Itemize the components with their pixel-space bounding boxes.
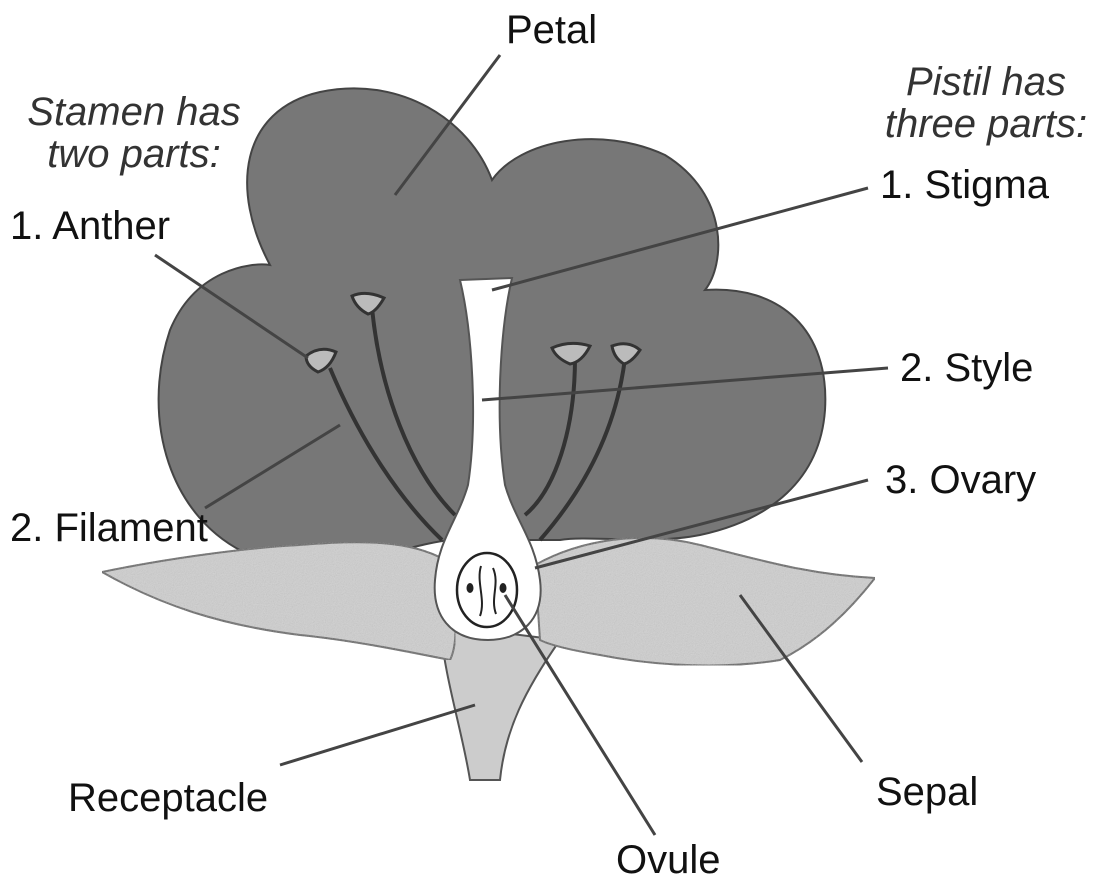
sepal-left <box>102 542 455 660</box>
ovule-dot-2 <box>500 583 507 593</box>
stamen-note-line1: Stamen has <box>14 92 254 132</box>
sepal-right <box>535 538 875 665</box>
stamen-note-line2: two parts: <box>14 134 254 174</box>
label-stigma: 1. Stigma <box>880 165 1049 205</box>
label-ovary: 3. Ovary <box>885 460 1036 500</box>
label-style: 2. Style <box>900 348 1033 388</box>
label-receptacle: Receptacle <box>68 778 268 818</box>
pistil-note-line2: three parts: <box>866 104 1106 144</box>
leader-receptacle <box>280 705 475 765</box>
ovule-dot-1 <box>467 583 474 593</box>
pistil-note-line1: Pistil has <box>866 62 1106 102</box>
label-ovule: Ovule <box>616 840 721 880</box>
label-anther: 1. Anther <box>10 206 170 246</box>
label-petal: Petal <box>506 10 597 50</box>
ovary-chamber <box>457 553 517 627</box>
label-filament: 2. Filament <box>10 508 208 548</box>
receptacle-shape <box>440 625 560 780</box>
label-sepal: Sepal <box>876 772 978 812</box>
